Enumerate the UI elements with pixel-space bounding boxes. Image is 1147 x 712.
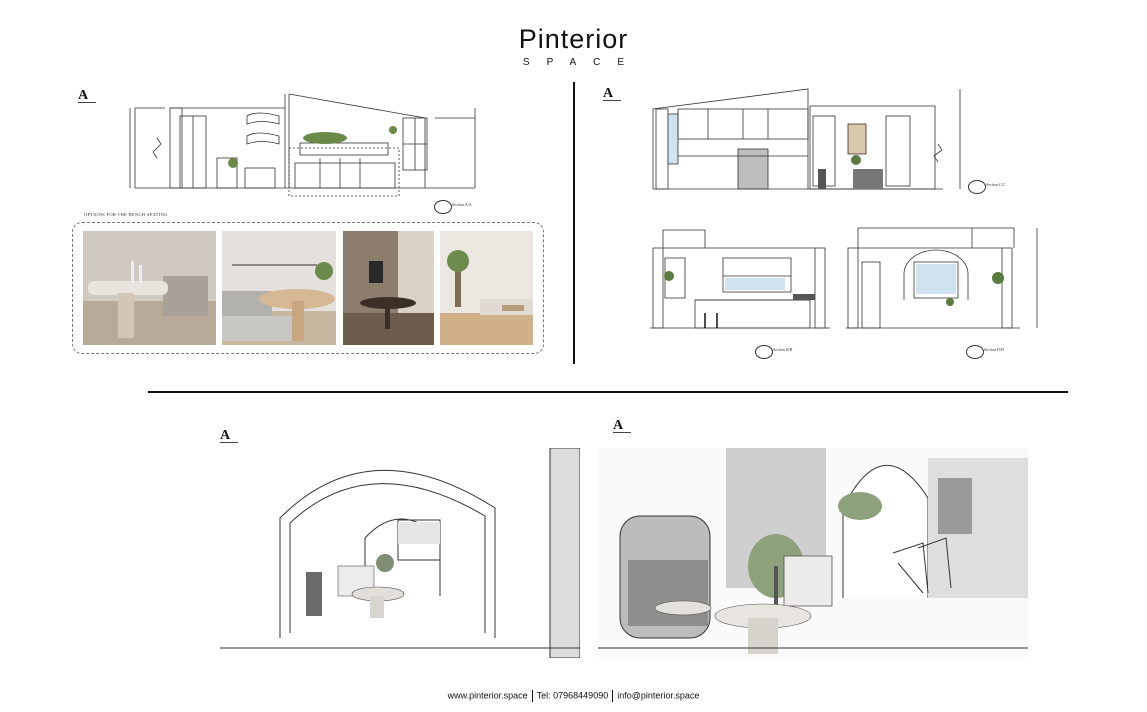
section-a-marker [434, 200, 452, 214]
website-link[interactable]: www.pinterior.space [447, 690, 528, 701]
section-a-drawing [125, 88, 485, 198]
section-d-marker [966, 345, 984, 359]
footer-separator [531, 690, 533, 702]
section-c-label: Section C/C [986, 182, 1006, 187]
section-a-label: Section A/A [452, 202, 472, 207]
vertical-divider [573, 82, 575, 364]
section-d-drawing [842, 222, 1052, 334]
bench-photo-3 [343, 231, 434, 345]
north-marker: A [78, 88, 96, 103]
horizontal-divider [148, 391, 1068, 393]
section-b-marker [755, 345, 773, 359]
phone-number: Tel: 07968449090 [536, 690, 609, 701]
north-marker: A [613, 418, 631, 433]
brand-tagline: SPACE [522, 57, 642, 68]
section-b-drawing [645, 228, 835, 333]
north-marker: A [603, 86, 621, 101]
brand-name: Pinterior [518, 24, 629, 54]
section-b-label: Section B/B [773, 347, 793, 352]
brand-logo: Pinterior SPACE [0, 24, 1147, 68]
bench-options-title: OPTIONS FOR THE BENCH SEATING [84, 212, 168, 217]
footer-separator [612, 690, 614, 702]
footer-contact: www.pinterior.space Tel: 07968449090 info@… [0, 690, 1147, 702]
email-link[interactable]: info@pinterior.space [617, 690, 700, 701]
render-view-2 [598, 448, 1028, 658]
section-c-drawing [648, 84, 978, 194]
bench-photo-2 [222, 231, 336, 345]
section-c-marker [968, 180, 986, 194]
section-d-label: Section D/D [984, 347, 1004, 352]
north-marker: A [220, 428, 238, 443]
bench-photo-4 [440, 231, 533, 345]
render-view-1 [220, 448, 580, 658]
bench-photo-1 [83, 231, 216, 345]
bench-options-panel [72, 222, 544, 354]
